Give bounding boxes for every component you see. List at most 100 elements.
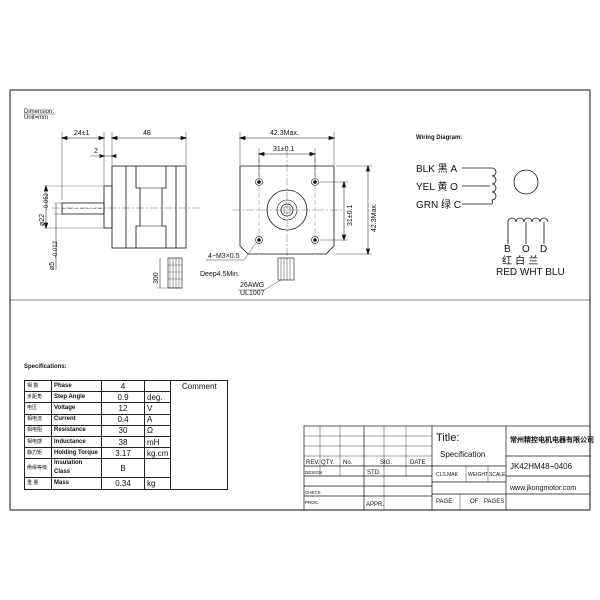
spec-unit: deg. — [143, 391, 172, 404]
spec-value: 0.34 — [101, 477, 145, 490]
label-scale: SCALE — [489, 472, 506, 478]
spec-unit: V — [143, 402, 172, 415]
wire-yel: YEL 黄 O — [416, 180, 458, 193]
model-number: JK42HM48−0406 — [510, 462, 573, 471]
dim-423-side: 42.3Max. — [371, 203, 378, 232]
comment-cell — [170, 458, 229, 478]
spec-unit — [143, 458, 172, 479]
pin-o: O — [522, 244, 530, 255]
spec-name: Phase — [51, 379, 102, 393]
screw-spec: 4−M3×0.5 — [208, 253, 240, 260]
dim-423-top: 42.3Max. — [270, 130, 299, 137]
motor-body-side — [111, 165, 187, 249]
pin-b: B — [504, 244, 511, 255]
label-std: STD. — [367, 470, 381, 476]
label-weight: WEIGHT — [468, 472, 488, 478]
comment-header: Comment — [170, 379, 229, 392]
wire-blk: BLK 黑 A — [416, 163, 457, 175]
label-qty: QTY. — [321, 460, 335, 466]
spec-name: Voltage — [51, 402, 102, 415]
label-cls-mak: CLS.MAK — [436, 472, 459, 478]
spec-unit: kg.cm — [143, 447, 172, 460]
screw-depth: Deep4.5Min. — [200, 271, 240, 278]
spec-cn-label: 步距角 — [24, 391, 52, 404]
wiring-title: Wiring Diagram: — [416, 135, 462, 141]
spec-name: Mass — [51, 477, 102, 490]
comment-cell — [170, 425, 229, 437]
spec-value: B — [101, 458, 145, 479]
wire-grn: GRN 绿 C — [416, 198, 461, 211]
label-proc: PROC. — [305, 500, 319, 505]
label-date: DATE — [410, 460, 426, 466]
comment-cell — [170, 447, 229, 459]
dim-shaft-22: ø22 — [39, 214, 46, 226]
spec-cn-label: 相电流 — [24, 413, 52, 426]
spec-value: 12 — [101, 402, 145, 415]
motor-face — [239, 165, 335, 255]
spec-unit: A — [143, 413, 172, 426]
comment-cell — [170, 414, 229, 426]
title-label: Title: — [436, 432, 459, 444]
dimension-label: Dimension: — [24, 109, 54, 115]
wire-gauge: 26AWG — [240, 282, 264, 289]
title-value: Specification — [440, 450, 485, 459]
website: www.jkongmotor.com — [509, 485, 576, 492]
pin-d: D — [540, 244, 547, 255]
spec-cn-label: 相 数 — [24, 379, 52, 393]
spec-unit: Ω — [143, 424, 172, 437]
wire-spec: UL1007 — [240, 290, 265, 297]
spec-name: Holding Torque — [51, 447, 102, 460]
wiring-schematic — [462, 167, 549, 244]
label-of: OF — [470, 499, 479, 505]
dim-shaft-5-tol: -0.012 — [53, 240, 59, 258]
spec-name: Step Angle — [51, 391, 102, 404]
spec-name: Inductance — [51, 435, 102, 449]
label-design: DESIGN — [305, 470, 322, 475]
dim-48: 48 — [143, 130, 151, 137]
label-page: PAGE: — [436, 499, 454, 505]
dim-shaft-22-tol: -0.052 — [44, 192, 50, 210]
title-block — [303, 425, 591, 511]
label-sig: SIG. — [380, 460, 392, 466]
label-appr: APPR. — [366, 502, 384, 508]
spec-cn-label: 相电感 — [24, 435, 52, 449]
spec-name: Insulation Class — [51, 458, 102, 479]
label-pages: PAGES — [484, 499, 504, 505]
bottom-colors: RED WHT BLU — [496, 267, 565, 278]
comment-cell — [170, 391, 229, 403]
spec-cn-label: 相电阻 — [24, 424, 52, 437]
spec-value: 4 — [101, 379, 145, 393]
comment-cell — [170, 477, 229, 490]
bottom-colors-cn: 红 白 兰 — [502, 254, 538, 267]
spec-cn-label: 重 量 — [24, 477, 52, 490]
company-name: 常州精控电机电器有限公司 — [510, 435, 594, 444]
comment-cell — [170, 436, 229, 448]
dim-300: 300 — [153, 272, 160, 284]
front-view — [206, 132, 372, 291]
dim-31-top: 31±0.1 — [273, 146, 294, 153]
spec-title: Specifications: — [24, 364, 67, 370]
spec-unit — [143, 379, 172, 393]
spec-value: 0.4 — [101, 413, 145, 426]
label-rev: REV. — [306, 460, 320, 466]
spec-cn-label: 电压 — [24, 402, 52, 415]
dim-2: 2 — [94, 148, 98, 155]
spec-name: Current — [51, 413, 102, 426]
spec-unit: mH — [143, 435, 172, 449]
rotor-symbol — [513, 169, 539, 195]
spec-value: 0.9 — [101, 391, 145, 404]
dim-shaft-5: ø5 — [49, 262, 56, 270]
spec-value: 38 — [101, 435, 145, 449]
dim-24: 24±1 — [74, 130, 90, 137]
label-no: No. — [343, 460, 353, 466]
